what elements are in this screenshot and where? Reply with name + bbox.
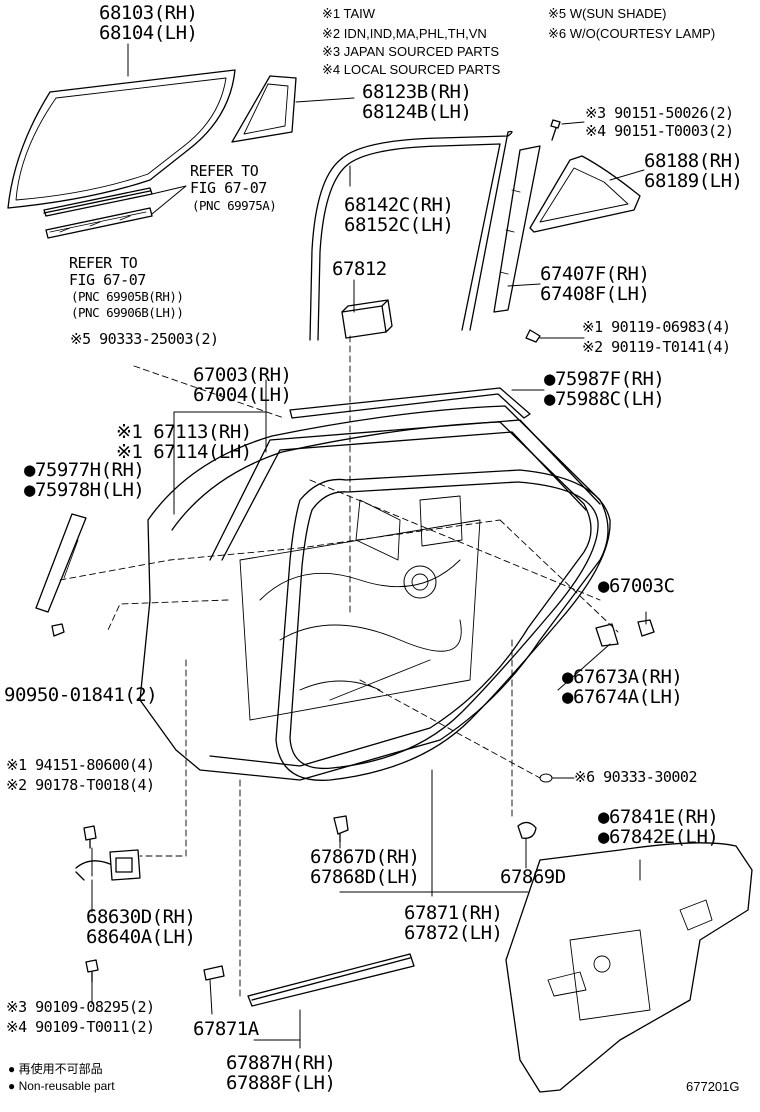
label-90151b: ※4 90151-T0003(2) (585, 122, 734, 140)
label-68152: 68152C(LH) (344, 214, 454, 236)
label-90333b: ※6 90333-30002 (574, 768, 697, 786)
legend-japanese: ● 再使用不可部品 (8, 1062, 103, 1076)
label-90119a: ※1 90119-06983(4) (582, 318, 731, 336)
label-67871: 67871(RH) (404, 902, 503, 924)
label-67869: 67869D (500, 866, 566, 888)
label-68123: 68123B(RH) (362, 81, 472, 103)
label-67004: 67004(LH) (193, 384, 292, 406)
label-refer-1a: REFER TO (190, 162, 259, 180)
note-3: ※3 JAPAN SOURCED PARTS (322, 44, 500, 59)
label-75978: ●75978H(LH) (24, 479, 145, 501)
label-67113: ※1 67113(RH) (116, 421, 252, 443)
note-6: ※6 W/O(COURTESY LAMP) (548, 26, 716, 41)
label-90109a: ※3 90109-08295(2) (6, 998, 155, 1016)
label-90109b: ※4 90109-T0011(2) (6, 1018, 155, 1036)
door-lock (109, 849, 141, 881)
belt-strip-inner (45, 207, 153, 239)
note-4: ※4 LOCAL SOURCED PARTS (322, 62, 501, 77)
figure-code: 677201G (686, 1079, 740, 1094)
label-refer-1b: FIG 67-07 (190, 179, 267, 197)
weatherstrip-clip (333, 815, 349, 843)
label-90333a: ※5 90333-25003(2) (70, 330, 219, 348)
label-refer-2a: REFER TO (69, 254, 138, 272)
label-67003c: ●67003C (598, 575, 675, 597)
label-68103: 68103(RH) (99, 2, 198, 24)
label-68104: 68104(LH) (99, 22, 198, 44)
note-2: ※2 IDN,IND,MA,PHL,TH,VN (322, 26, 487, 41)
label-67872: 67872(LH) (404, 922, 503, 944)
lower-strip (247, 953, 415, 1007)
label-90178: ※2 90178-T0018(4) (6, 776, 155, 794)
weatherstrip (275, 469, 611, 781)
label-refer-1c: (PNC 69975A) (192, 198, 277, 213)
pillar-garnish (35, 513, 87, 613)
rear-window (529, 155, 641, 233)
label-67673: ●67673A(RH) (562, 666, 683, 688)
label-67842: ●67842E(LH) (598, 826, 719, 848)
label-refer-2b: FIG 67-07 (69, 271, 146, 289)
label-67888: 67888F(LH) (226, 1072, 336, 1094)
label-68189: 68189(LH) (644, 170, 743, 192)
label-67674: ●67674A(LH) (562, 686, 683, 708)
label-68142: 68142C(RH) (344, 194, 454, 216)
label-67003: 67003(RH) (193, 364, 292, 386)
note-1: ※1 TAIW (322, 6, 376, 21)
label-67114: ※1 67114(LH) (116, 441, 252, 463)
label-75987: ●75987F(RH) (544, 368, 665, 390)
label-67887: 67887H(RH) (226, 1052, 336, 1074)
label-67841: ●67841E(RH) (598, 806, 719, 828)
label-90151a: ※3 90151-50026(2) (585, 104, 734, 122)
label-75977: ●75977H(RH) (24, 459, 145, 481)
legend-english: ● Non-reusable part (8, 1079, 115, 1093)
label-75988: ●75988C(LH) (544, 388, 665, 410)
label-67867: 67867D(RH) (310, 846, 420, 868)
wedge (595, 623, 619, 647)
label-refer-2d: (PNC 69906B(LH)) (71, 305, 184, 320)
label-67871a: 67871A (193, 1018, 259, 1040)
label-68640: 68640A(LH) (86, 926, 196, 948)
clip (51, 623, 65, 637)
foam-pad (341, 305, 387, 339)
division-bar (493, 145, 541, 313)
label-68630: 68630D(RH) (86, 906, 196, 928)
quarter-glass (231, 75, 297, 143)
glass-run (309, 130, 513, 341)
label-68124: 68124B(LH) (362, 101, 472, 123)
label-90950: 90950-01841(2) (4, 684, 158, 706)
door-shell (139, 405, 609, 781)
door-glass (7, 69, 236, 209)
label-67408: 67408F(LH) (540, 283, 650, 305)
screw-division (525, 329, 541, 343)
service-hole-cover (505, 842, 753, 1093)
label-94151: ※1 94151-80600(4) (6, 756, 155, 774)
screw-top (550, 119, 561, 141)
note-5: ※5 W(SUN SHADE) (548, 6, 667, 21)
label-refer-2c: (PNC 69905B(RH)) (71, 289, 184, 304)
label-67812: 67812 (332, 258, 387, 280)
grommet (517, 821, 537, 839)
frame-moulding (289, 387, 531, 419)
label-67407: 67407F(RH) (540, 263, 650, 285)
label-90119b: ※2 90119-T0141(4) (582, 338, 731, 356)
label-67868: 67868D(LH) (310, 866, 420, 888)
label-68188: 68188(RH) (644, 150, 743, 172)
